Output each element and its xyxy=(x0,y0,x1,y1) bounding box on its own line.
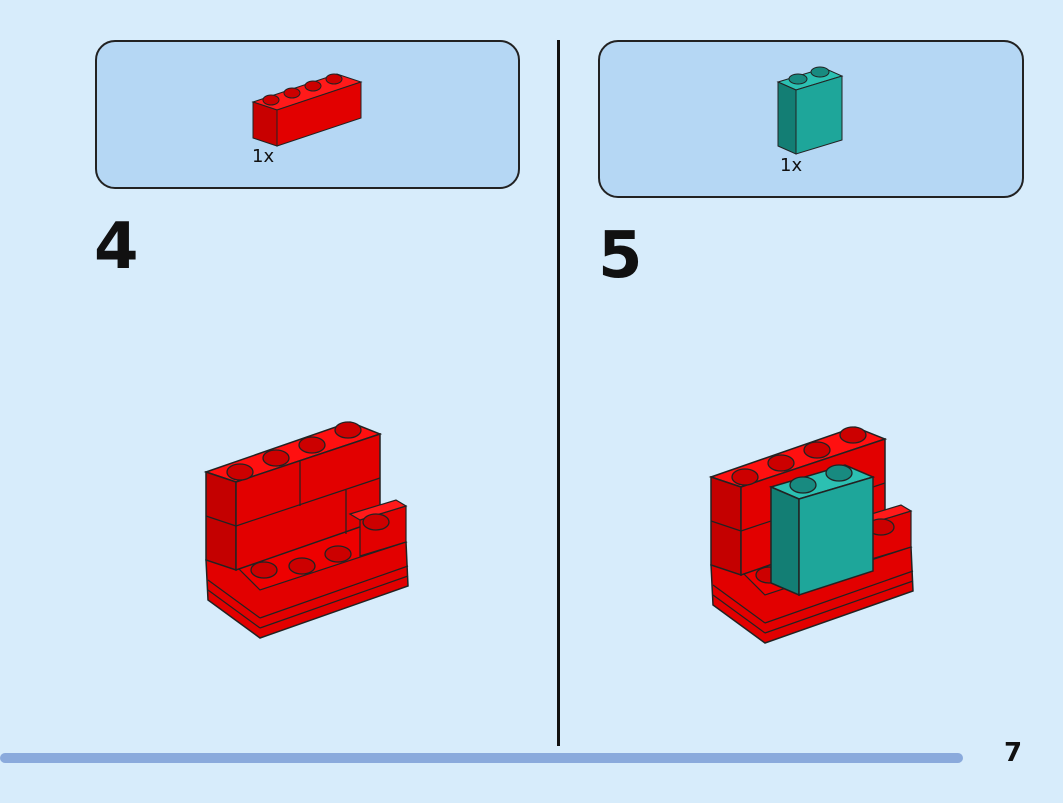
part-quantity: 1x xyxy=(252,146,275,167)
page-number: 7 xyxy=(1004,738,1023,768)
model-step-5 xyxy=(708,426,914,644)
page-progress-bar xyxy=(0,753,963,763)
step-number-5: 5 xyxy=(598,219,643,293)
parts-callout-step-4: 1x xyxy=(95,40,520,189)
red-1x4-brick-icon xyxy=(251,73,363,147)
part-quantity: 1x xyxy=(780,155,803,176)
parts-callout-step-5: 1x xyxy=(598,40,1024,198)
step-divider xyxy=(557,40,560,746)
teal-1x2x2-brick-icon xyxy=(776,66,844,155)
model-step-4 xyxy=(203,421,409,639)
step-number-4: 4 xyxy=(94,210,139,284)
